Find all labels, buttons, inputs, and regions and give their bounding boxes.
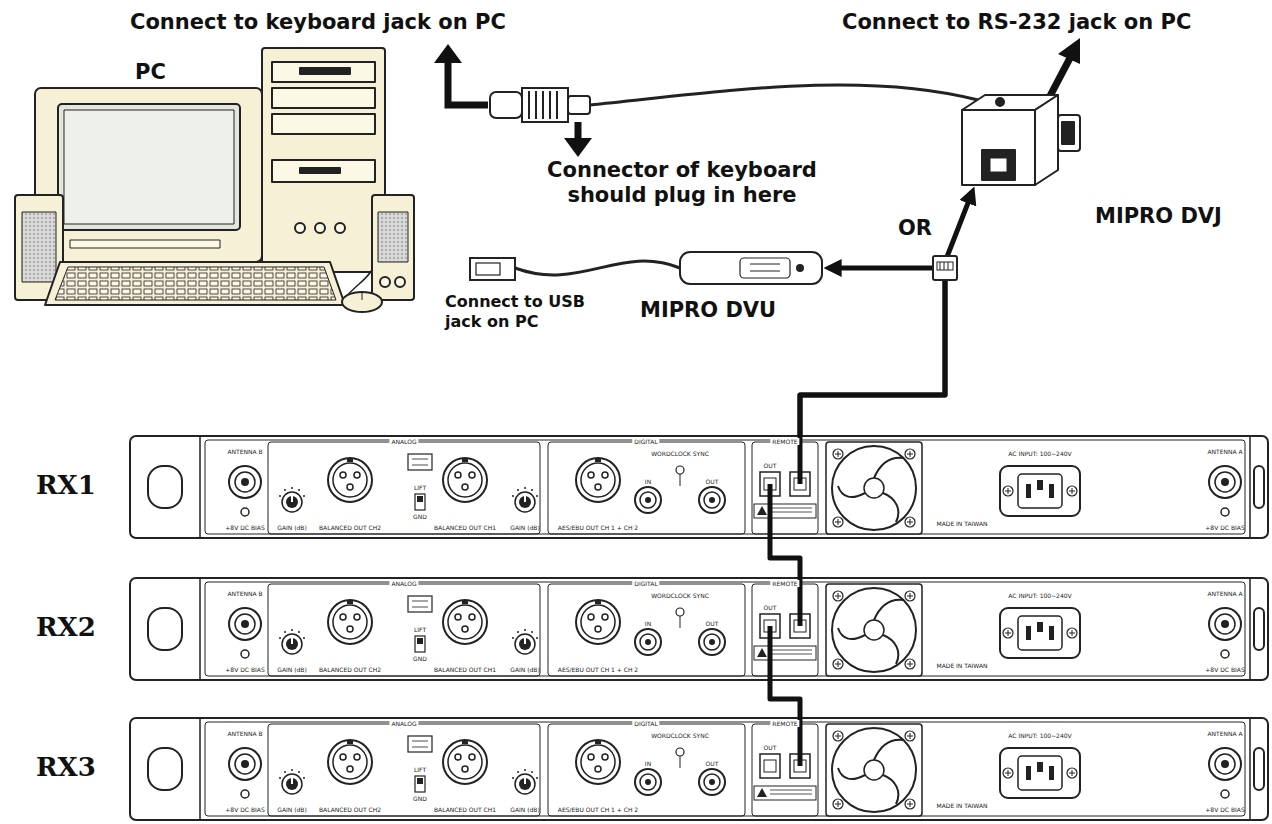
keyboard-splitter-cable [490, 85, 978, 122]
node-label: MIPRO DVU [640, 298, 776, 323]
panel-label: BALANCED OUT CH2 [319, 524, 381, 531]
panel-label: OUT [706, 478, 719, 485]
pc: PC [15, 90, 415, 310]
panel-label: MADE IN TAIWAN [936, 662, 987, 669]
node-label: RX1 [36, 470, 96, 500]
panel-label: AC INPUT: 100~240V [1008, 732, 1071, 739]
remote-cable [800, 268, 945, 436]
node-label: MIPRO DVJ [1095, 204, 1222, 229]
panel-label: AC INPUT: 100~240V [1008, 592, 1071, 599]
panel-label: +8V DC BIAS [1205, 806, 1244, 813]
panel-label: IN [645, 760, 651, 767]
panel-label: OUT [706, 760, 719, 767]
panel-label: MADE IN TAIWAN [936, 520, 987, 527]
panel-label: GAIN (dB) [510, 524, 540, 531]
panel-label: REMOTE [770, 580, 799, 587]
panel-label: DIGITAL [632, 720, 659, 727]
panel-label: GAIN (dB) [277, 806, 307, 813]
dvu-adapter [470, 252, 822, 284]
panel-label: +8V DC BIAS [1205, 524, 1244, 531]
panel-label: GAIN (dB) [277, 524, 307, 531]
panel-label: DIGITAL [632, 438, 659, 445]
panel-label: MADE IN TAIWAN [936, 802, 987, 809]
node-label: RX3 [36, 752, 96, 782]
panel-label: ANTENNA B [227, 730, 262, 737]
panel-label: GAIN (dB) [277, 666, 307, 673]
panel-label: AES/EBU OUT CH 1 + CH 2 [558, 666, 638, 673]
panel-label: GND [413, 655, 427, 662]
callout-text: Connect to keyboard jack on PC [130, 10, 506, 35]
panel-label: +8V DC BIAS [225, 806, 264, 813]
dvj-adapter: MIPRO DVJ [960, 92, 1082, 185]
panel-label: ANTENNA A [1207, 590, 1242, 597]
callout-text: Connect to RS-232 jack on PC [842, 10, 1191, 35]
panel-label: DIGITAL [632, 580, 659, 587]
panel-label: OUT [764, 604, 777, 611]
panel-label: AES/EBU OUT CH 1 + CH 2 [558, 806, 638, 813]
panel-label: LIFT [414, 626, 426, 633]
panel-label: GAIN (dB) [510, 806, 540, 813]
panel-label: AES/EBU OUT CH 1 + CH 2 [558, 524, 638, 531]
remote-cable [770, 538, 800, 578]
panel-label: ANTENNA B [227, 590, 262, 597]
callout-text: Connect to USB jack on PC [445, 292, 605, 332]
panel-label: BALANCED OUT CH1 [434, 524, 496, 531]
panel-label: ANALOG [389, 720, 418, 727]
panel-label: +8V DC BIAS [225, 666, 264, 673]
panel-label: OUT [706, 620, 719, 627]
remote-cable [800, 200, 969, 436]
panel-label: +8V DC BIAS [1205, 666, 1244, 673]
panel-label: ANALOG [389, 438, 418, 445]
panel-label: REMOTE [770, 438, 799, 445]
panel-label: GND [413, 513, 427, 520]
panel-label: WORDCLOCK SYNC [651, 450, 709, 457]
panel-label: GND [413, 795, 427, 802]
panel-label: ANALOG [389, 580, 418, 587]
panel-label: BALANCED OUT CH2 [319, 806, 381, 813]
panel-label: ANTENNA A [1207, 730, 1242, 737]
panel-label: IN [645, 478, 651, 485]
panel-label: REMOTE [770, 720, 799, 727]
panel-label: IN [645, 620, 651, 627]
panel-label: WORDCLOCK SYNC [651, 592, 709, 599]
panel-label: WORDCLOCK SYNC [651, 732, 709, 739]
panel-label: ANTENNA A [1207, 448, 1242, 455]
remote-cable [770, 680, 800, 718]
pc-illustration [15, 48, 414, 312]
callout-text: Connector of keyboard should plug in her… [512, 158, 852, 208]
or-label: OR [898, 216, 932, 241]
panel-label: AC INPUT: 100~240V [1008, 450, 1071, 457]
remote-cable [770, 436, 800, 766]
panel-label: OUT [764, 744, 777, 751]
panel-label: BALANCED OUT CH1 [434, 806, 496, 813]
panel-label: OUT [764, 462, 777, 469]
panel-label: +8V DC BIAS [225, 524, 264, 531]
node-label: RX2 [36, 612, 96, 642]
panel-label: BALANCED OUT CH1 [434, 666, 496, 673]
panel-label: LIFT [414, 484, 426, 491]
panel-label: LIFT [414, 766, 426, 773]
panel-label: ANTENNA B [227, 448, 262, 455]
node-label: PC [135, 60, 166, 85]
panel-label: BALANCED OUT CH2 [319, 666, 381, 673]
dvj-adapter [962, 95, 1080, 185]
panel-label: GAIN (dB) [510, 666, 540, 673]
dvu-adapter: MIPRO DVU [680, 252, 822, 284]
